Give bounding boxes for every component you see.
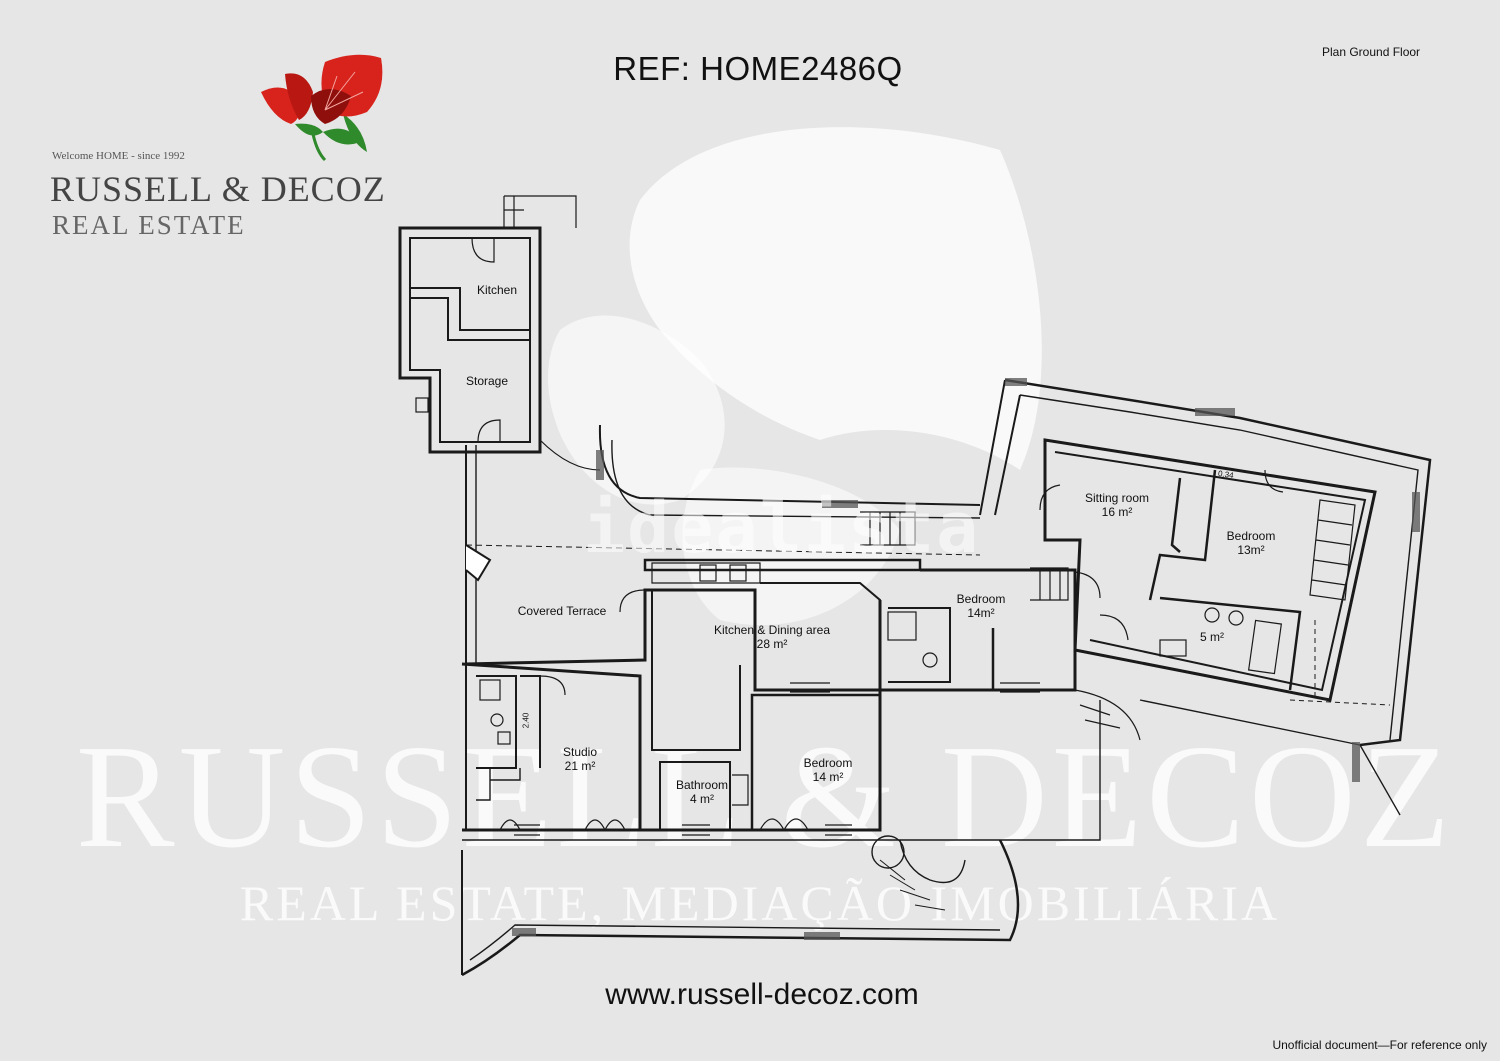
east-door-swing [1099,614,1129,641]
spiral-stair-core [871,835,905,869]
annex-fixture [415,397,429,413]
sink-icon [699,564,717,582]
room-label-storage: Storage [465,374,509,388]
south-curve-inner [469,924,1001,961]
bedroom-south-wall [750,693,880,830]
shower-icon [479,679,501,701]
main-house-outer [462,588,882,832]
stone-wall [596,450,604,480]
annex-divider [410,287,530,331]
garden-wall-ne [1004,378,1432,747]
bedroom-middle-stair [1030,567,1069,601]
stone-wall [1005,378,1027,386]
bedroom-middle-inner [888,607,951,683]
se-steps [1074,689,1141,741]
website-url[interactable]: www.russell-decoz.com [605,978,919,1011]
garden-wall-ne-inner [1019,394,1419,741]
steps [860,511,916,546]
east-toilet-icon [1204,607,1220,623]
east-wing-inner [1054,451,1367,692]
east-wing-stair [1309,499,1356,601]
logo-name: RUSSELL & DECOZ [50,169,386,209]
path-curve-inner [611,439,981,519]
studio-outer [461,662,642,830]
bedroom-middle-outer [878,568,1077,692]
east-wing-outer [1043,438,1377,702]
terrace-pillar [465,544,492,582]
stone-wall [1195,408,1235,416]
annex-door-swing [471,237,495,263]
logo-subtitle: REAL ESTATE [52,210,246,240]
studio-step [476,767,521,801]
spiral-stair [899,839,966,884]
plan-title: Plan Ground Floor [1322,45,1421,59]
terrace-door-swing [619,589,646,613]
bathtub-icon [1247,619,1283,675]
south-curve [461,839,1020,977]
disclaimer: Unofficial document—For reference only [1272,1038,1487,1052]
hob-icon [729,564,747,582]
terrace-curve [539,439,601,471]
annex-divider-2 [410,297,530,341]
bathroom-walls [659,761,731,830]
bedroom-window [1000,682,1040,693]
bathroom-door [732,774,749,806]
stone-wall [1412,492,1420,532]
path-curve [598,424,981,506]
stone-wall [1352,742,1360,782]
east-door-swing-3 [1039,484,1061,511]
logo-tagline: Welcome HOME - since 1992 [52,150,185,162]
room-label-bath-east: 5 m² [1200,630,1224,644]
stone-wall [822,500,858,508]
brand-sub-watermark: REAL ESTATE, MEDIAÇÃO IMOBILIÁRIA [239,875,1281,931]
studio-door-swing [539,675,566,696]
wc-toilet-icon [922,652,938,668]
stone-wall [512,928,536,936]
annex-inner-wall [409,237,531,443]
brand-watermark: RUSSELL & DECOZ [75,715,1455,879]
east-wing-wall-2 [1148,469,1217,601]
east-door-swing-2 [1264,469,1284,493]
kitchen-wall-west [651,590,741,751]
east-basin-icon [1159,639,1187,657]
annex-stair-top [503,195,577,228]
spiral-stair-lines [879,859,946,911]
studio-bath-wall [476,675,517,769]
flower-logo-icon [261,54,383,162]
terrace-dashed-beam [465,544,981,556]
basin-icon [497,731,511,745]
portal-watermark: idealista [583,487,981,569]
room-label-kitchen-annex: Kitchen [476,283,518,297]
dimension-shower: 2.40 [521,712,531,729]
toilet-icon [490,713,504,727]
east-wing-wall-1 [1170,477,1182,553]
wc-basin-icon [887,611,917,641]
east-boundary [1139,699,1361,746]
room-label-covered-terrace: Covered Terrace [517,604,607,618]
stone-wall [804,932,840,940]
garden-dash [1289,699,1391,706]
east-wing-wall-3 [1159,596,1302,691]
annex-outer-wall [398,226,542,454]
garden-wall-curve [1359,744,1401,816]
east-bidet-icon [1228,610,1244,626]
annex-door-swing-2 [477,419,501,443]
reference-code: REF: HOME2486Q [613,50,903,87]
south-terrace-wall [462,700,1101,841]
garden-wall-nw [979,379,1021,516]
